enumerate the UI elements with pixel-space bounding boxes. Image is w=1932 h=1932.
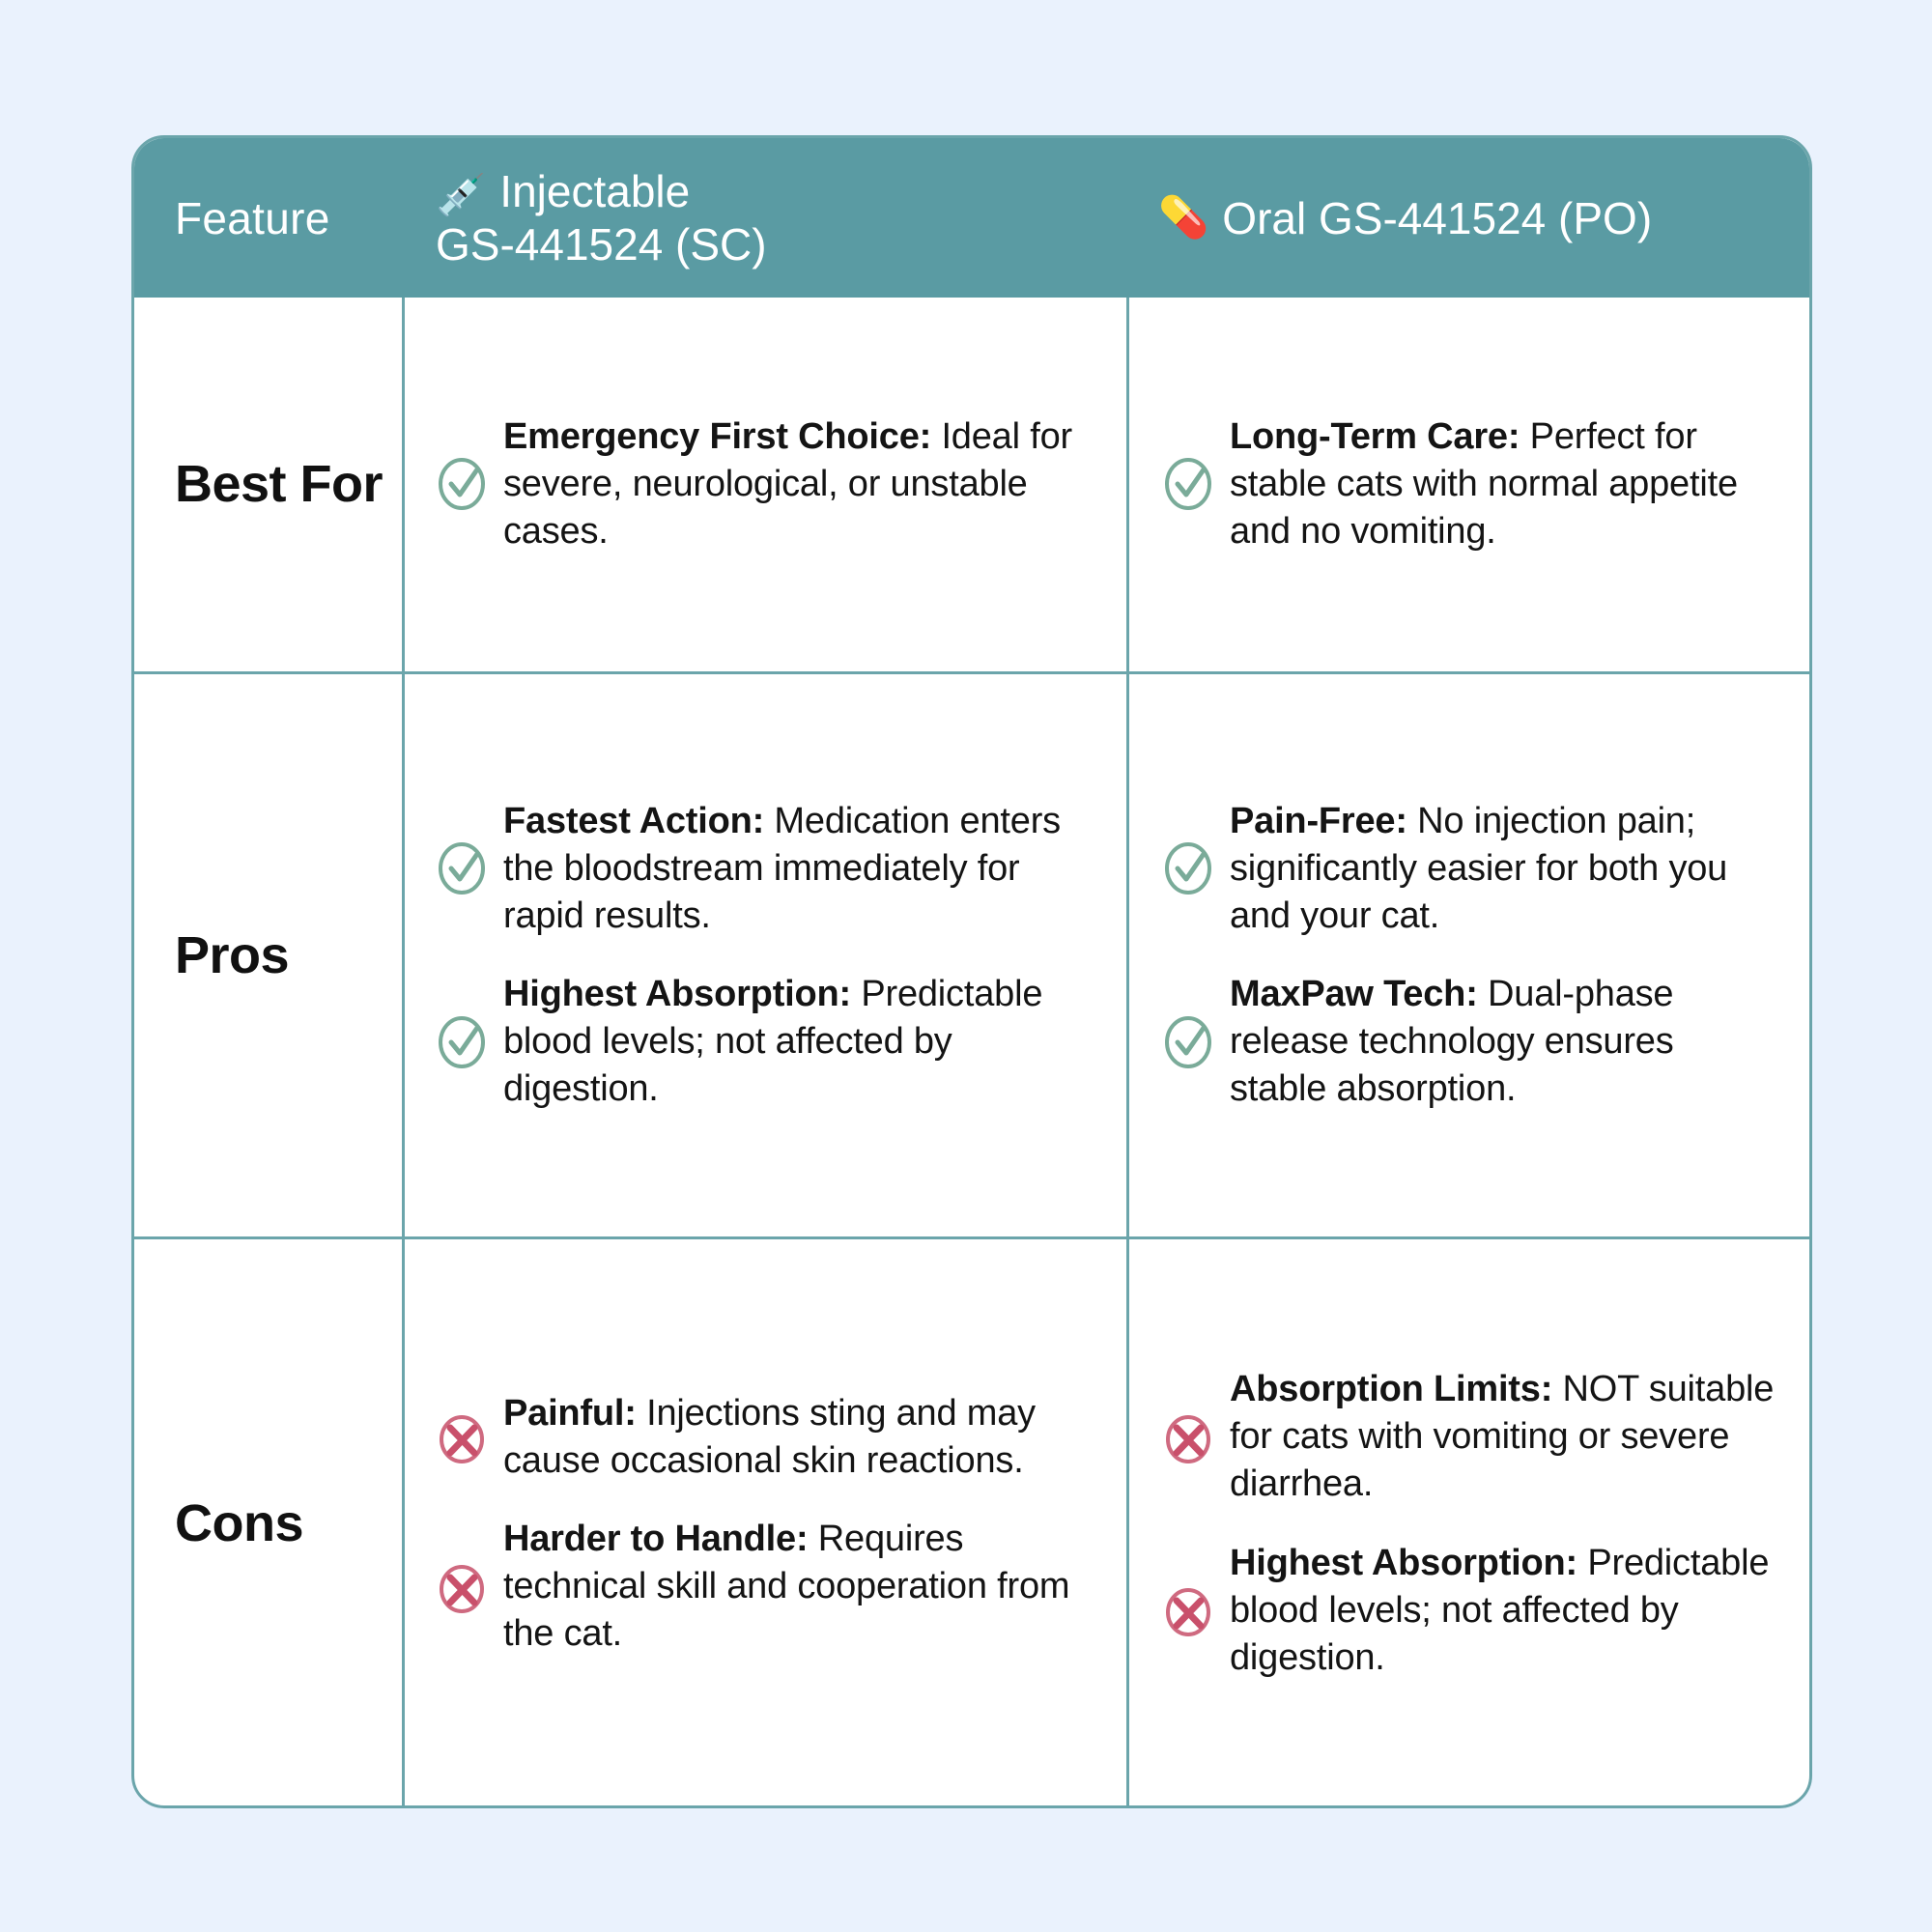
list-item-text: Harder to Handle: Requires technical ski… bbox=[503, 1516, 1101, 1658]
list-item: Fastest Action: Medication enters the bl… bbox=[432, 798, 1101, 940]
cross-icon bbox=[1158, 1407, 1218, 1467]
list-item: Highest Absorption: Predictable blood le… bbox=[1158, 1540, 1776, 1682]
list-item-bold: Highest Absorption: bbox=[503, 974, 851, 1014]
cell-injectable-pros: Fastest Action: Medication enters the bl… bbox=[405, 674, 1129, 1236]
check-icon bbox=[432, 454, 492, 514]
list-item-rest: Predictable blood levels; not affected b… bbox=[503, 974, 1043, 1110]
list-item-text: Fastest Action: Medication enters the bl… bbox=[503, 798, 1101, 940]
list-item-text: MaxPaw Tech: Dual-phase release technolo… bbox=[1230, 971, 1776, 1113]
list-item: Highest Absorption: Predictable blood le… bbox=[432, 971, 1101, 1113]
cell-injectable-cons: Painful: Injections sting and may cause … bbox=[405, 1239, 1129, 1805]
list-item-text: Pain-Free: No injection pain; significan… bbox=[1230, 798, 1776, 940]
list-item-rest: Perfect for stable cats with normal appe… bbox=[1230, 415, 1738, 552]
list-item: Pain-Free: No injection pain; significan… bbox=[1158, 798, 1776, 940]
cell-oral-pros: Pain-Free: No injection pain; significan… bbox=[1129, 674, 1809, 1236]
list-item-rest: Medication enters the bloodstream immedi… bbox=[503, 800, 1061, 936]
list-item-rest: Requires technical skill and cooperation… bbox=[503, 1518, 1070, 1655]
list-item-rest: NOT suitable for cats with vomiting or s… bbox=[1230, 1369, 1775, 1505]
list-item: Absorption Limits: NOT suitable for cats… bbox=[1158, 1366, 1776, 1508]
list-item-text: Painful: Injections sting and may cause … bbox=[503, 1390, 1101, 1485]
header-oral-label: Oral GS-441524 (PO) bbox=[1222, 192, 1653, 243]
header-cell-injectable: 💉 Injectable GS-441524 (SC) bbox=[405, 138, 1129, 298]
list-item: Emergency First Choice: Ideal for severe… bbox=[432, 413, 1101, 555]
list-item-bold: MaxPaw Tech: bbox=[1230, 974, 1478, 1014]
syringe-emoji-icon: 💉 bbox=[436, 171, 487, 217]
check-icon bbox=[1158, 838, 1218, 898]
list-item-text: Highest Absorption: Predictable blood le… bbox=[1230, 1540, 1776, 1682]
check-icon bbox=[432, 1012, 492, 1072]
cross-icon bbox=[1158, 1580, 1218, 1640]
list-item: Long-Term Care: Perfect for stable cats … bbox=[1158, 413, 1776, 555]
list-item-rest: Dual-phase release technology ensures st… bbox=[1230, 974, 1674, 1110]
list-item-bold: Harder to Handle: bbox=[503, 1518, 809, 1559]
check-icon bbox=[1158, 454, 1218, 514]
list-item-bold: Emergency First Choice: bbox=[503, 415, 932, 457]
row-label-pros: Pros bbox=[134, 674, 405, 1236]
header-cell-feature: Feature bbox=[134, 138, 405, 298]
list-item-rest: No injection pain; significantly easier … bbox=[1230, 800, 1728, 936]
list-item-text: Highest Absorption: Predictable blood le… bbox=[503, 971, 1101, 1113]
comparison-table: Feature 💉 Injectable GS-441524 (SC) 💊 Oral… bbox=[131, 135, 1812, 1808]
list-item-text: Emergency First Choice: Ideal for severe… bbox=[503, 413, 1101, 555]
list-item-text: Absorption Limits: NOT suitable for cats… bbox=[1230, 1366, 1776, 1508]
cross-icon bbox=[432, 1407, 492, 1467]
list-item-bold: Painful: bbox=[503, 1392, 637, 1434]
table-row: Pros Fastest Action: Medication enters t… bbox=[134, 674, 1809, 1239]
pill-emoji-icon: 💊 bbox=[1158, 194, 1209, 240]
cross-icon bbox=[432, 1557, 492, 1617]
header-feature-label: Feature bbox=[175, 192, 330, 243]
list-item: MaxPaw Tech: Dual-phase release technolo… bbox=[1158, 971, 1776, 1113]
header-cell-oral: 💊 Oral GS-441524 (PO) bbox=[1129, 138, 1809, 298]
header-injectable-line2: GS-441524 (SC) bbox=[436, 219, 767, 270]
table-body: Best For Emergency First Choice: Ideal f… bbox=[134, 298, 1809, 1805]
list-item-bold: Fastest Action: bbox=[503, 800, 765, 841]
list-item: Harder to Handle: Requires technical ski… bbox=[432, 1516, 1101, 1658]
table-row: Best For Emergency First Choice: Ideal f… bbox=[134, 298, 1809, 674]
list-item: Painful: Injections sting and may cause … bbox=[432, 1390, 1101, 1485]
list-item-bold: Long-Term Care: bbox=[1230, 415, 1520, 457]
cell-injectable-best-for: Emergency First Choice: Ideal for severe… bbox=[405, 298, 1129, 671]
check-icon bbox=[1158, 1012, 1218, 1072]
list-item-bold: Absorption Limits: bbox=[1230, 1369, 1553, 1410]
cell-oral-cons: Absorption Limits: NOT suitable for cats… bbox=[1129, 1239, 1809, 1805]
table-row: Cons Painful: Injections sting and may c… bbox=[134, 1239, 1809, 1805]
list-item-rest: Injections sting and may cause occasiona… bbox=[503, 1392, 1036, 1481]
list-item-bold: Pain-Free: bbox=[1230, 800, 1407, 841]
list-item-text: Long-Term Care: Perfect for stable cats … bbox=[1230, 413, 1776, 555]
list-item-rest: Ideal for severe, neurological, or unsta… bbox=[503, 415, 1072, 552]
header-injectable-line1: Injectable bbox=[499, 165, 691, 216]
row-label-cons: Cons bbox=[134, 1239, 405, 1805]
list-item-bold: Highest Absorption: bbox=[1230, 1542, 1577, 1583]
table-header-row: Feature 💉 Injectable GS-441524 (SC) 💊 Oral… bbox=[134, 138, 1809, 298]
row-label-best-for: Best For bbox=[134, 298, 405, 671]
check-icon bbox=[432, 838, 492, 898]
list-item-rest: Predictable blood levels; not affected b… bbox=[1230, 1542, 1770, 1678]
cell-oral-best-for: Long-Term Care: Perfect for stable cats … bbox=[1129, 298, 1809, 671]
